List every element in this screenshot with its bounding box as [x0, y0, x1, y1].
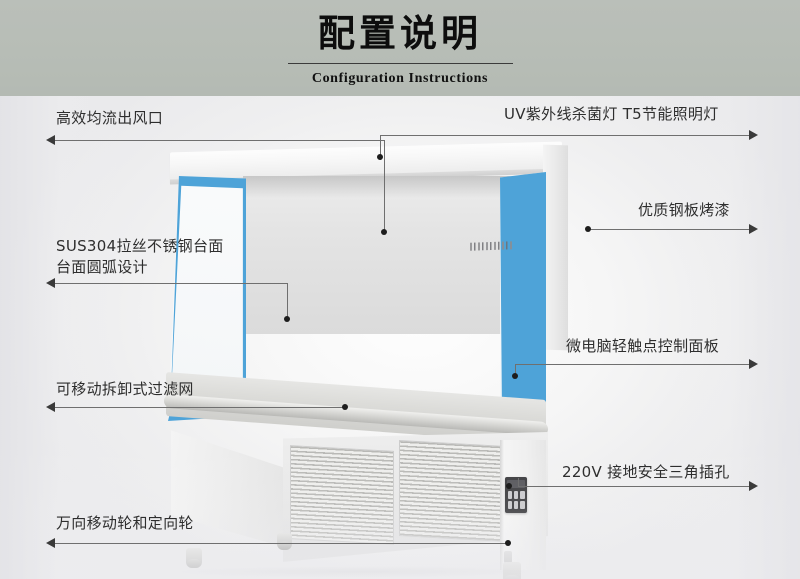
control-key[interactable] — [507, 500, 513, 509]
callout-steel-paint-label: 优质钢板烤漆 — [638, 201, 730, 219]
hood-right-side — [543, 144, 568, 351]
arrow-right-icon — [749, 359, 758, 369]
callout-casters-label: 万向移动轮和定向轮 — [56, 514, 194, 532]
leader-endpoint-dot — [505, 539, 511, 546]
filter-grille-right — [399, 440, 505, 542]
control-key[interactable] — [513, 500, 519, 509]
leader-endpoint-dot — [381, 229, 387, 235]
arrow-right-icon — [749, 224, 758, 234]
leader-endpoint-dot — [342, 403, 348, 410]
callout-worktop-label-line2: 台面圆弧设计 — [56, 258, 148, 276]
leader-line-vertical — [380, 134, 381, 158]
caster-wheel — [186, 548, 202, 568]
callout-power-socket-label: 220V 接地安全三角插孔 — [562, 463, 730, 481]
control-panel-keys[interactable] — [507, 491, 525, 509]
leader-endpoint-dot — [377, 154, 383, 160]
leader-line — [55, 282, 288, 284]
callout-air-outlet-label: 高效均流出风口 — [56, 109, 164, 127]
page-header: 配置说明 Configuration Instructions — [0, 0, 800, 96]
callout-filter-label: 可移动拆卸式过滤网 — [56, 380, 194, 398]
leader-line-vertical — [384, 139, 385, 232]
leader-line-vertical — [518, 478, 519, 486]
arrow-left-icon — [46, 135, 55, 145]
leader-line — [55, 139, 385, 141]
base-right-shadow — [500, 440, 504, 570]
floor-shadow — [180, 566, 540, 578]
control-key[interactable] — [507, 491, 513, 500]
product-photo: 高效均流出风口 SUS304拉丝不锈钢台面 台面圆弧设计 可移动拆卸式过滤网 万… — [0, 96, 800, 579]
callout-control-panel-label: 微电脑轻触点控制面板 — [566, 337, 720, 355]
page-subtitle: Configuration Instructions — [311, 71, 489, 86]
arrow-left-icon — [46, 402, 55, 412]
callout-uv-lamp-label: UV紫外线杀菌灯 T5节能照明灯 — [504, 105, 719, 123]
leader-endpoint-dot — [284, 316, 290, 322]
title-divider — [288, 63, 513, 64]
arrow-left-icon — [46, 538, 55, 548]
leader-line-vertical — [287, 282, 288, 319]
control-key[interactable] — [513, 491, 519, 500]
callout-worktop-label-line1: SUS304拉丝不锈钢台面 — [56, 237, 224, 255]
leader-line — [588, 228, 749, 230]
leader-endpoint-dot — [585, 225, 591, 232]
leader-line — [518, 485, 749, 487]
arrow-right-icon — [749, 481, 758, 491]
leader-line-vertical — [515, 363, 516, 377]
leader-line — [55, 406, 345, 408]
control-key[interactable] — [519, 491, 525, 500]
leader-line — [55, 542, 508, 544]
leader-endpoint-dot — [512, 373, 518, 379]
brand-decal-icon — [470, 241, 514, 251]
leader-line — [515, 363, 749, 365]
leader-line — [380, 134, 749, 136]
arrow-right-icon — [749, 130, 758, 140]
page-title: 配置说明 — [318, 14, 482, 55]
leader-endpoint-dot — [506, 482, 512, 489]
caster-wheel — [277, 533, 292, 550]
control-key[interactable] — [519, 500, 525, 509]
filter-grille-left — [290, 445, 394, 545]
arrow-left-icon — [46, 278, 55, 288]
